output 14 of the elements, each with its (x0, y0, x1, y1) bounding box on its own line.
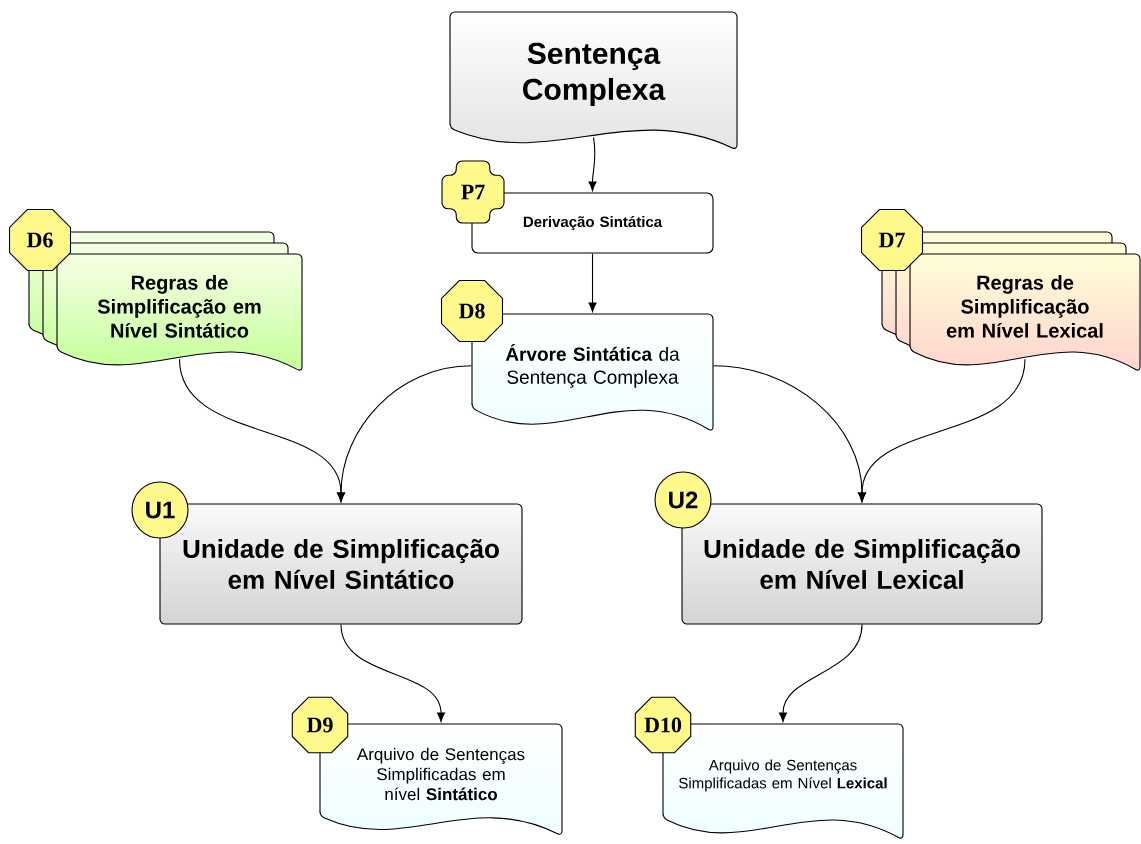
octagon-badge: D10 (634, 696, 692, 754)
arrow (588, 253, 597, 312)
arrow (778, 624, 863, 722)
octagon-badge: D6 (8, 208, 72, 272)
arrow (857, 358, 1026, 502)
octagon-badge: D9 (291, 696, 349, 754)
circle-badge: U1 (131, 481, 189, 539)
arrow (340, 624, 446, 722)
arrow (588, 136, 597, 191)
circle-badge: U2 (654, 471, 712, 529)
octagon-badge: D7 (860, 208, 924, 272)
arrow (336, 365, 472, 502)
octagon-badge: D8 (440, 279, 504, 343)
cross-badge: P7 (441, 160, 505, 224)
